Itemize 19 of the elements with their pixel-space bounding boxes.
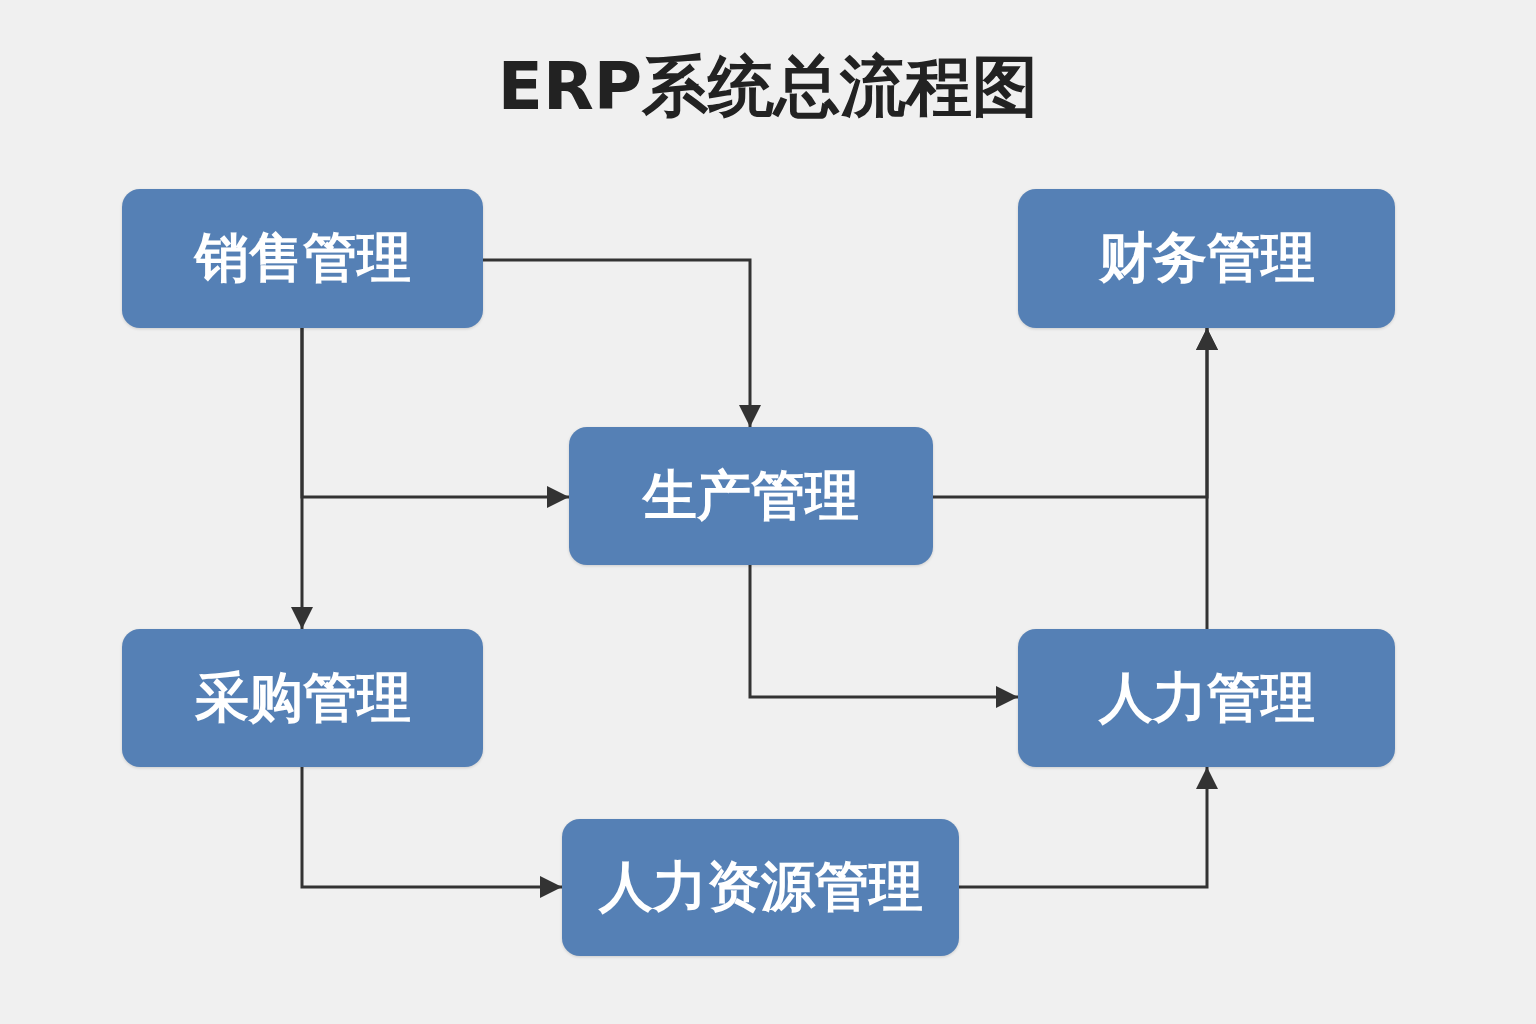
arrow: [483, 258, 761, 427]
process-box: [569, 427, 933, 565]
arrow: [748, 565, 1018, 708]
arrow: [291, 328, 313, 629]
arrow: [959, 767, 1218, 889]
process-box: [1018, 629, 1395, 767]
arrow: [300, 767, 562, 898]
arrow: [1196, 328, 1218, 629]
process-box: [122, 189, 483, 328]
diagram-title: ERP系统总流程图: [497, 48, 1039, 125]
box-label: 人力管理: [1098, 664, 1315, 731]
box-label: 人力资源管理: [598, 854, 923, 920]
box-label: 财务管理: [1098, 225, 1315, 291]
box-label: 采购管理: [194, 664, 411, 731]
box-label: 生产管理: [643, 462, 859, 529]
process-box: [562, 819, 959, 956]
process-box: [122, 629, 483, 767]
box-label: 销售管理: [194, 225, 411, 291]
process-box: [1018, 189, 1395, 328]
